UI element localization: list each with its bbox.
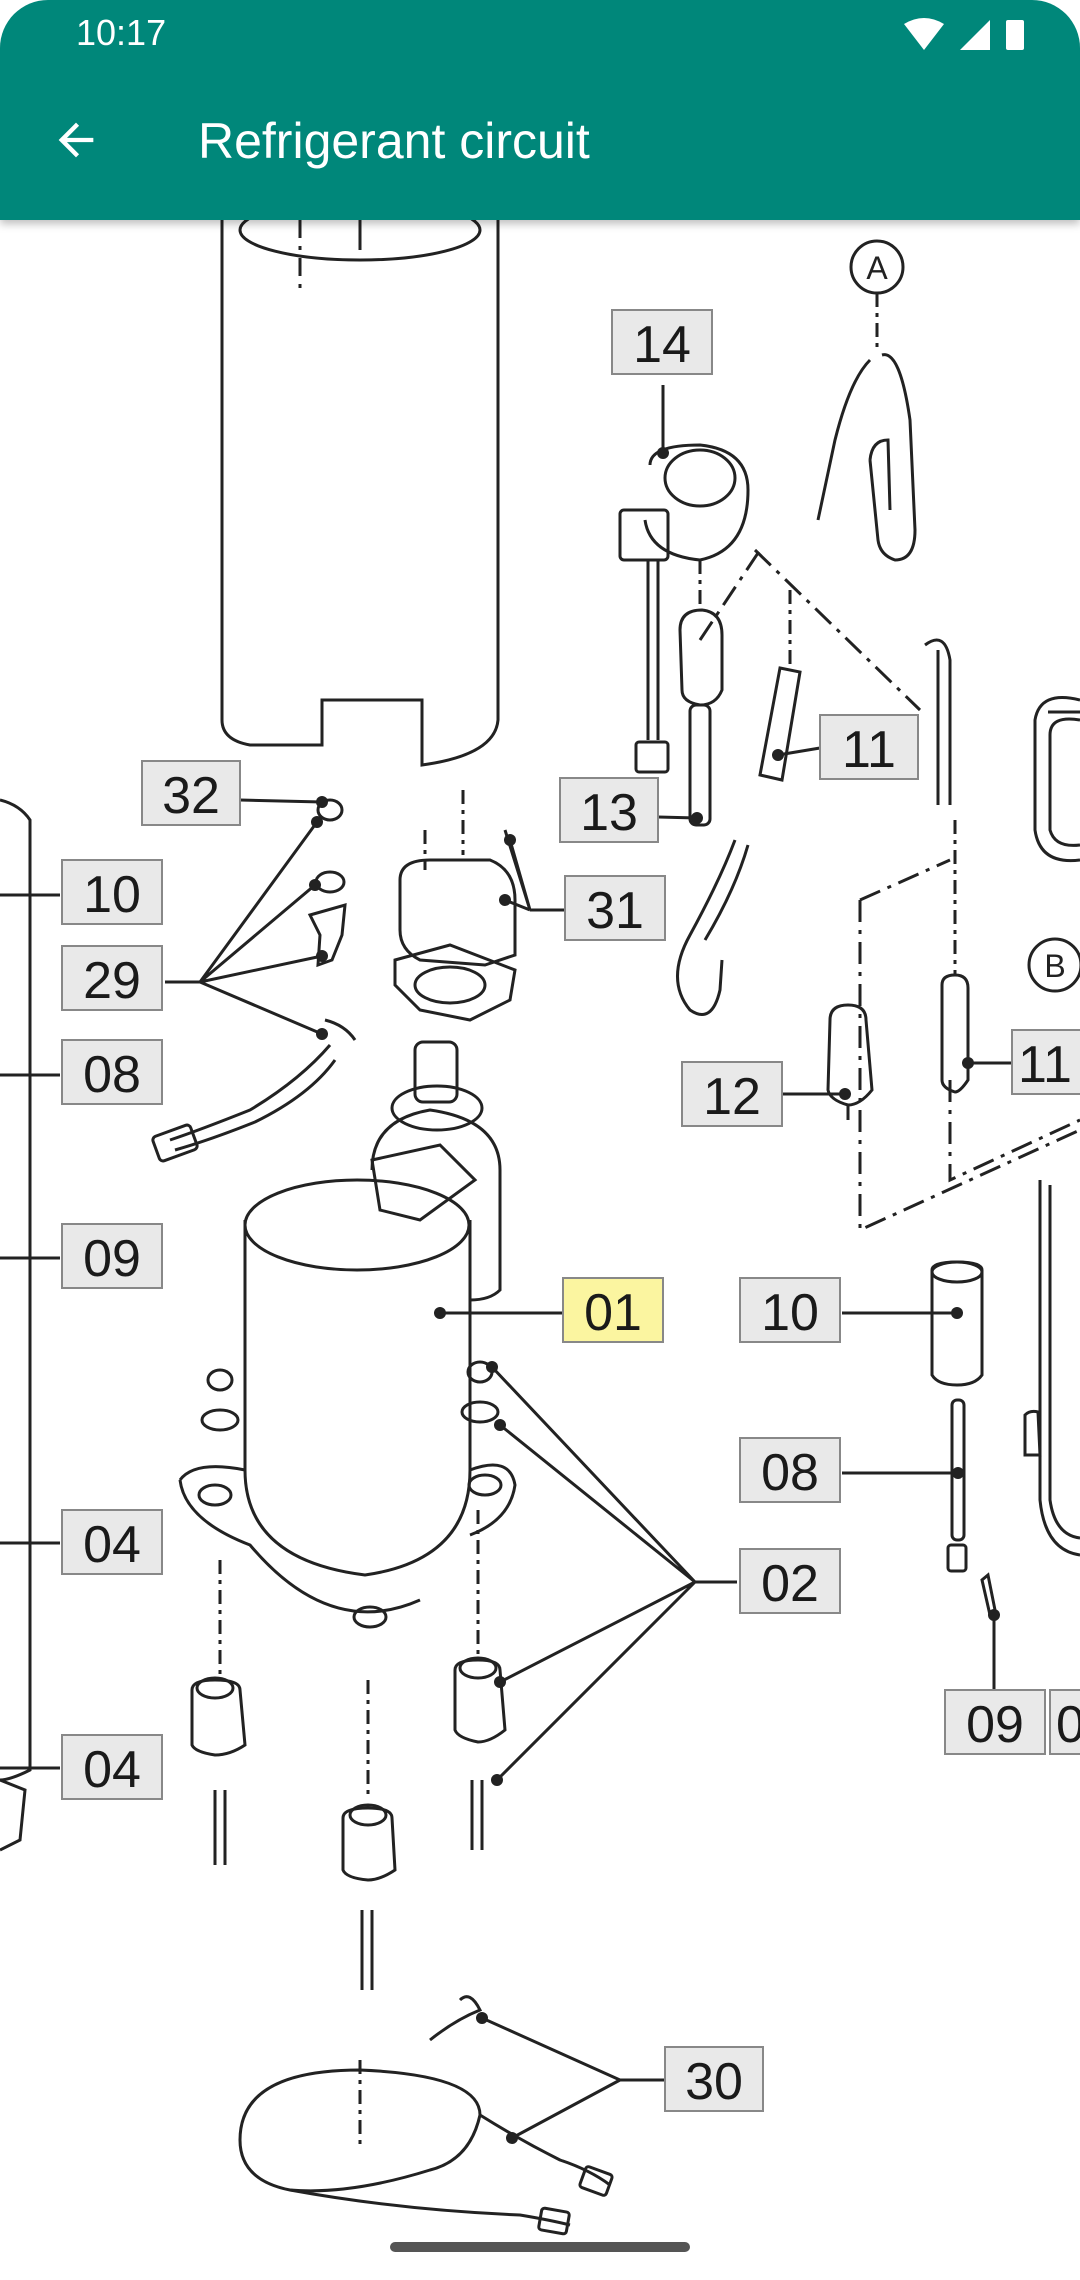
svg-text:04: 04 (83, 1741, 141, 1799)
part-label-cut-off[interactable]: 0 (1049, 1689, 1080, 1755)
app-bar: 10:17 Refrigerant circuit (0, 0, 1080, 220)
part-label-31[interactable]: 31 (564, 875, 666, 941)
part-label-30[interactable]: 30 (664, 2046, 764, 2112)
svg-text:11: 11 (1018, 1036, 1072, 1094)
circle-ref-b: B (1044, 948, 1065, 984)
status-icons (904, 18, 1024, 50)
svg-text:30: 30 (685, 2053, 743, 2111)
part-label-10-left[interactable]: 10 (61, 859, 163, 925)
part-label-04-upper[interactable]: 04 (61, 1509, 163, 1575)
part-label-32[interactable]: 32 (141, 760, 241, 826)
svg-text:11: 11 (842, 721, 896, 779)
part-label-01-highlighted[interactable]: 01 (562, 1277, 664, 1343)
part-label-29[interactable]: 29 (61, 945, 163, 1011)
part-label-09-left[interactable]: 09 (61, 1223, 163, 1289)
svg-text:31: 31 (586, 882, 644, 940)
screen-title: Refrigerant circuit (198, 113, 590, 169)
status-time: 10:17 (76, 12, 167, 53)
part-label-10-right[interactable]: 10 (739, 1277, 841, 1343)
part-label-11-upper[interactable]: 11 (819, 714, 919, 780)
circle-ref-a: A (866, 250, 888, 286)
svg-text:29: 29 (83, 952, 141, 1010)
svg-text:01: 01 (584, 1284, 642, 1342)
part-label-02[interactable]: 02 (739, 1548, 841, 1614)
svg-text:10: 10 (83, 866, 141, 924)
svg-text:10: 10 (761, 1284, 819, 1342)
svg-text:14: 14 (633, 316, 691, 374)
part-label-13[interactable]: 13 (559, 777, 659, 843)
svg-text:08: 08 (761, 1444, 819, 1502)
part-label-11-lower[interactable]: 11 (1011, 1029, 1080, 1095)
part-label-12[interactable]: 12 (681, 1061, 783, 1127)
part-label-09-right[interactable]: 09 (944, 1689, 1046, 1755)
battery-icon (1006, 20, 1024, 50)
part-label-04-lower[interactable]: 04 (61, 1734, 163, 1800)
wifi-icon (904, 18, 944, 50)
svg-text:13: 13 (580, 784, 638, 842)
svg-text:09: 09 (966, 1696, 1024, 1754)
svg-text:04: 04 (83, 1516, 141, 1574)
svg-text:02: 02 (761, 1555, 819, 1613)
svg-text:32: 32 (162, 767, 220, 825)
signal-icon (960, 20, 990, 50)
svg-text:12: 12 (703, 1068, 761, 1126)
arrow-back-icon (58, 122, 94, 158)
svg-text:0: 0 (1056, 1696, 1080, 1754)
exploded-parts-diagram: A B 14 11 32 13 10 31 29 08 12 11 09 01 … (0, 220, 1080, 2236)
part-label-14[interactable]: 14 (611, 309, 713, 375)
part-label-08-left[interactable]: 08 (61, 1039, 163, 1105)
back-button[interactable] (40, 104, 112, 176)
svg-text:08: 08 (83, 1046, 141, 1104)
part-label-08-right[interactable]: 08 (739, 1437, 841, 1503)
svg-text:09: 09 (83, 1230, 141, 1288)
gesture-home-bar[interactable] (390, 2242, 690, 2252)
